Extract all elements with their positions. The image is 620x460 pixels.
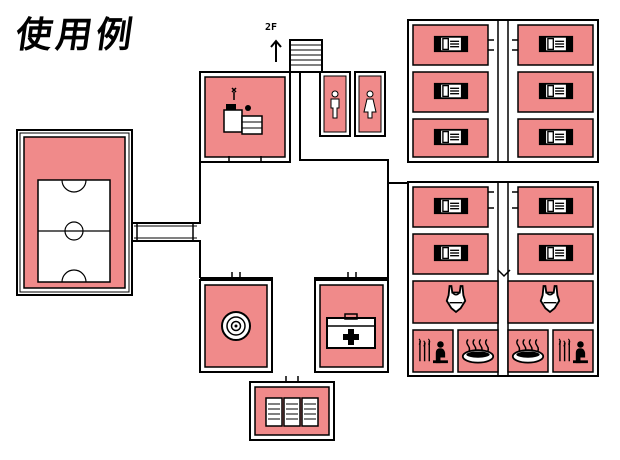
bed-icon [538, 82, 574, 100]
bed-icon [433, 82, 469, 100]
office [199, 71, 291, 163]
restroom-women [354, 71, 386, 137]
bed-icon [538, 244, 574, 262]
bed-icon [538, 35, 574, 53]
basketball-court-icon [37, 179, 111, 283]
lockers [249, 381, 335, 441]
lockers-icon [265, 397, 319, 427]
staircase [270, 39, 323, 73]
bed-icon [538, 197, 574, 215]
bed-icon [433, 197, 469, 215]
bed-icon [538, 128, 574, 146]
up-arrow-icon [270, 39, 282, 62]
restroom-men [319, 71, 351, 137]
bath [457, 329, 549, 373]
man-icon [330, 90, 340, 119]
bed-icon [433, 244, 469, 262]
doors [136, 39, 518, 382]
changing-room [412, 280, 594, 324]
desk-icon [223, 87, 263, 135]
bedroom [412, 24, 594, 275]
gymnasium [16, 129, 133, 296]
infirmary [314, 279, 389, 373]
sauna [412, 329, 594, 373]
target-icon [221, 311, 251, 341]
bed-icon [433, 35, 469, 53]
target-room [199, 279, 273, 373]
floor-label: 2F [265, 22, 278, 33]
first-aid-kit-icon [326, 313, 376, 349]
bed-icon [433, 128, 469, 146]
woman-icon [363, 90, 377, 119]
